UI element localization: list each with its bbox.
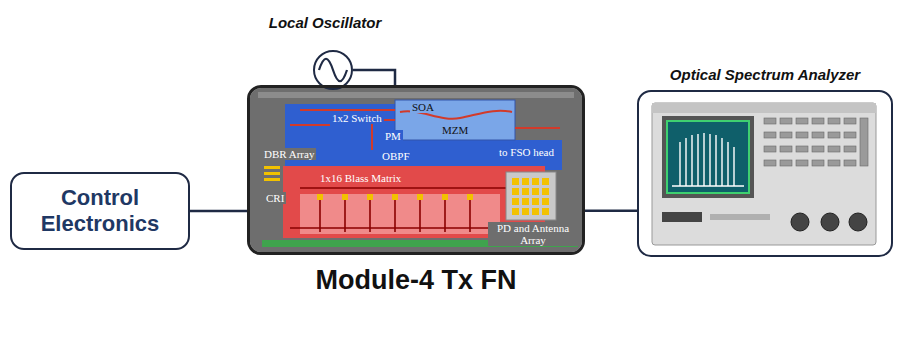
antenna-element <box>512 198 519 205</box>
button <box>844 146 856 152</box>
button <box>796 118 808 124</box>
screen-bezel <box>662 116 754 198</box>
antenna-element <box>532 198 539 205</box>
antenna-element <box>542 188 549 195</box>
button <box>764 160 776 166</box>
button <box>844 132 856 138</box>
sine-symbol <box>319 59 347 82</box>
antenna-array <box>512 178 549 215</box>
sine-wave <box>319 59 347 82</box>
antenna-element <box>522 178 529 185</box>
chip-substrate <box>250 88 582 252</box>
button <box>796 132 808 138</box>
button <box>844 118 856 124</box>
antenna-element <box>522 208 529 215</box>
waveguide <box>290 110 560 150</box>
button <box>764 146 776 152</box>
button <box>828 146 840 152</box>
instrument-top <box>652 103 876 113</box>
electrode <box>442 194 448 200</box>
part-label: SOA <box>410 101 436 113</box>
knob <box>849 213 867 231</box>
dbr-marks <box>264 166 280 181</box>
button <box>764 132 776 138</box>
antenna-element <box>522 198 529 205</box>
button <box>812 118 824 124</box>
button <box>796 160 808 166</box>
heading-label: Optical Spectrum Analyzer <box>670 66 860 84</box>
antenna-element <box>512 178 519 185</box>
part-label: PM <box>383 130 403 142</box>
antenna-element <box>542 208 549 215</box>
button <box>812 146 824 152</box>
button <box>780 146 792 152</box>
front-slot <box>710 214 770 220</box>
part-label: PD and Antenna Array <box>488 222 578 246</box>
part-label: 1x16 Blass Matrix <box>318 172 403 184</box>
oscillator-circle: Local Oscillator <box>313 50 353 90</box>
dbr-mark <box>264 172 280 175</box>
process-box: Control Electronics <box>10 172 190 250</box>
blue-region <box>285 100 562 170</box>
button <box>780 118 792 124</box>
button <box>764 118 776 124</box>
antenna-element <box>522 188 529 195</box>
button <box>828 160 840 166</box>
antenna-element <box>532 178 539 185</box>
button <box>796 146 808 152</box>
knob <box>821 213 839 231</box>
knob <box>791 213 809 231</box>
antenna-element <box>512 188 519 195</box>
spectral-lines <box>672 133 744 186</box>
antenna-element <box>512 208 519 215</box>
connector-line <box>190 210 247 213</box>
antenna-element <box>532 188 539 195</box>
pd-array-pad <box>506 172 556 220</box>
instrument-body <box>652 103 876 245</box>
button <box>828 118 840 124</box>
dbr-mark <box>264 178 280 181</box>
heading-label: Module-4 Tx FN <box>316 264 517 296</box>
button <box>780 132 792 138</box>
heading-label: Local Oscillator <box>269 14 382 32</box>
button <box>812 132 824 138</box>
electrode <box>392 194 398 200</box>
electrode <box>317 194 323 200</box>
part-label: to FSO head <box>497 146 556 158</box>
soa-mzm-region <box>395 100 515 140</box>
button <box>828 132 840 138</box>
electrode <box>417 194 423 200</box>
part-label: DBR Array <box>262 148 316 160</box>
electrode <box>367 194 373 200</box>
dbr-mark <box>264 166 280 169</box>
antenna-element <box>542 198 549 205</box>
antenna-element <box>532 208 539 215</box>
connector-line <box>585 210 637 213</box>
electrode <box>467 194 473 200</box>
electrode <box>342 194 348 200</box>
power-switch <box>662 212 702 222</box>
button <box>780 160 792 166</box>
screen <box>667 121 749 193</box>
button <box>812 160 824 166</box>
electrodes <box>317 194 473 200</box>
button-grid <box>764 118 868 166</box>
part-label: MZM <box>440 124 470 136</box>
side-panel <box>860 118 868 166</box>
chip-edge <box>258 92 574 98</box>
node-label: Control Electronics <box>22 185 178 238</box>
part-label: CRI <box>264 192 286 204</box>
connector-line <box>353 70 395 85</box>
part-label: OBPF <box>380 150 412 162</box>
spectrum-analyzer-picture <box>652 103 876 245</box>
part-label: 1x2 Switch <box>330 112 384 124</box>
antenna-element <box>542 178 549 185</box>
button <box>844 160 856 166</box>
photonic-chip <box>250 88 582 252</box>
instrument-box: Optical Spectrum Analyzer <box>637 90 893 257</box>
